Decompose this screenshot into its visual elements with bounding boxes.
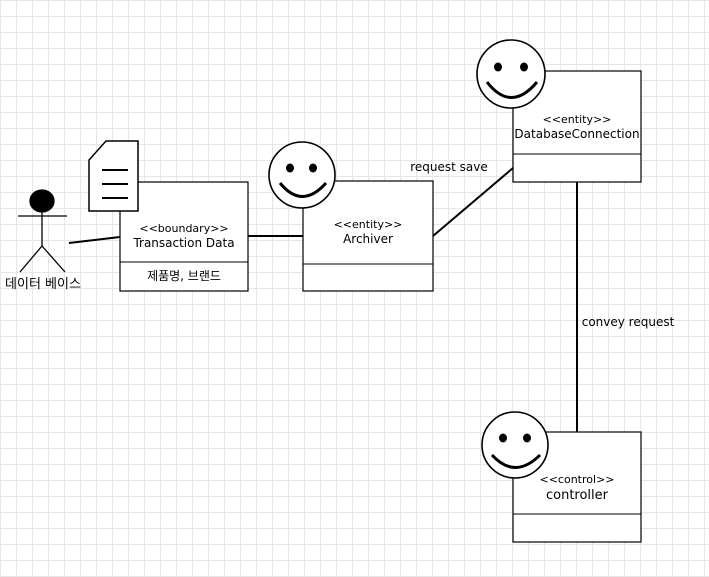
database-stereotype: <<entity>> [543,113,612,126]
database-name: DatabaseConnection [514,127,639,141]
actor-label: 데이터 베이스 [5,277,81,292]
archiver-stereotype: <<entity>> [334,218,403,231]
smiley-icon [481,411,549,479]
convey-request-label: convey request [582,315,675,329]
archiver-name: Archiver [343,232,393,246]
transaction-attributes: 제품명, 브랜드 [147,269,221,283]
transaction-stereotype: <<boundary>> [139,222,228,235]
smiley-icon [268,141,336,209]
actor-to-transaction-connector[interactable] [68,236,121,244]
actor-database[interactable]: 데이터 베이스 [5,189,81,292]
transaction-data-box [119,181,249,292]
transaction-name: Transaction Data [132,236,234,250]
transaction-data-class[interactable]: <<boundary>> Transaction Data 제품명, 브랜드 [119,181,249,292]
stick-figure-icon [18,189,67,273]
controller-name: controller [546,488,609,503]
document-icon [88,140,139,212]
smiley-icon [476,39,546,109]
controller-stereotype: <<control>> [540,473,615,486]
request-save-label: request save [410,160,488,174]
archiver-to-database-connector[interactable] [432,167,514,237]
